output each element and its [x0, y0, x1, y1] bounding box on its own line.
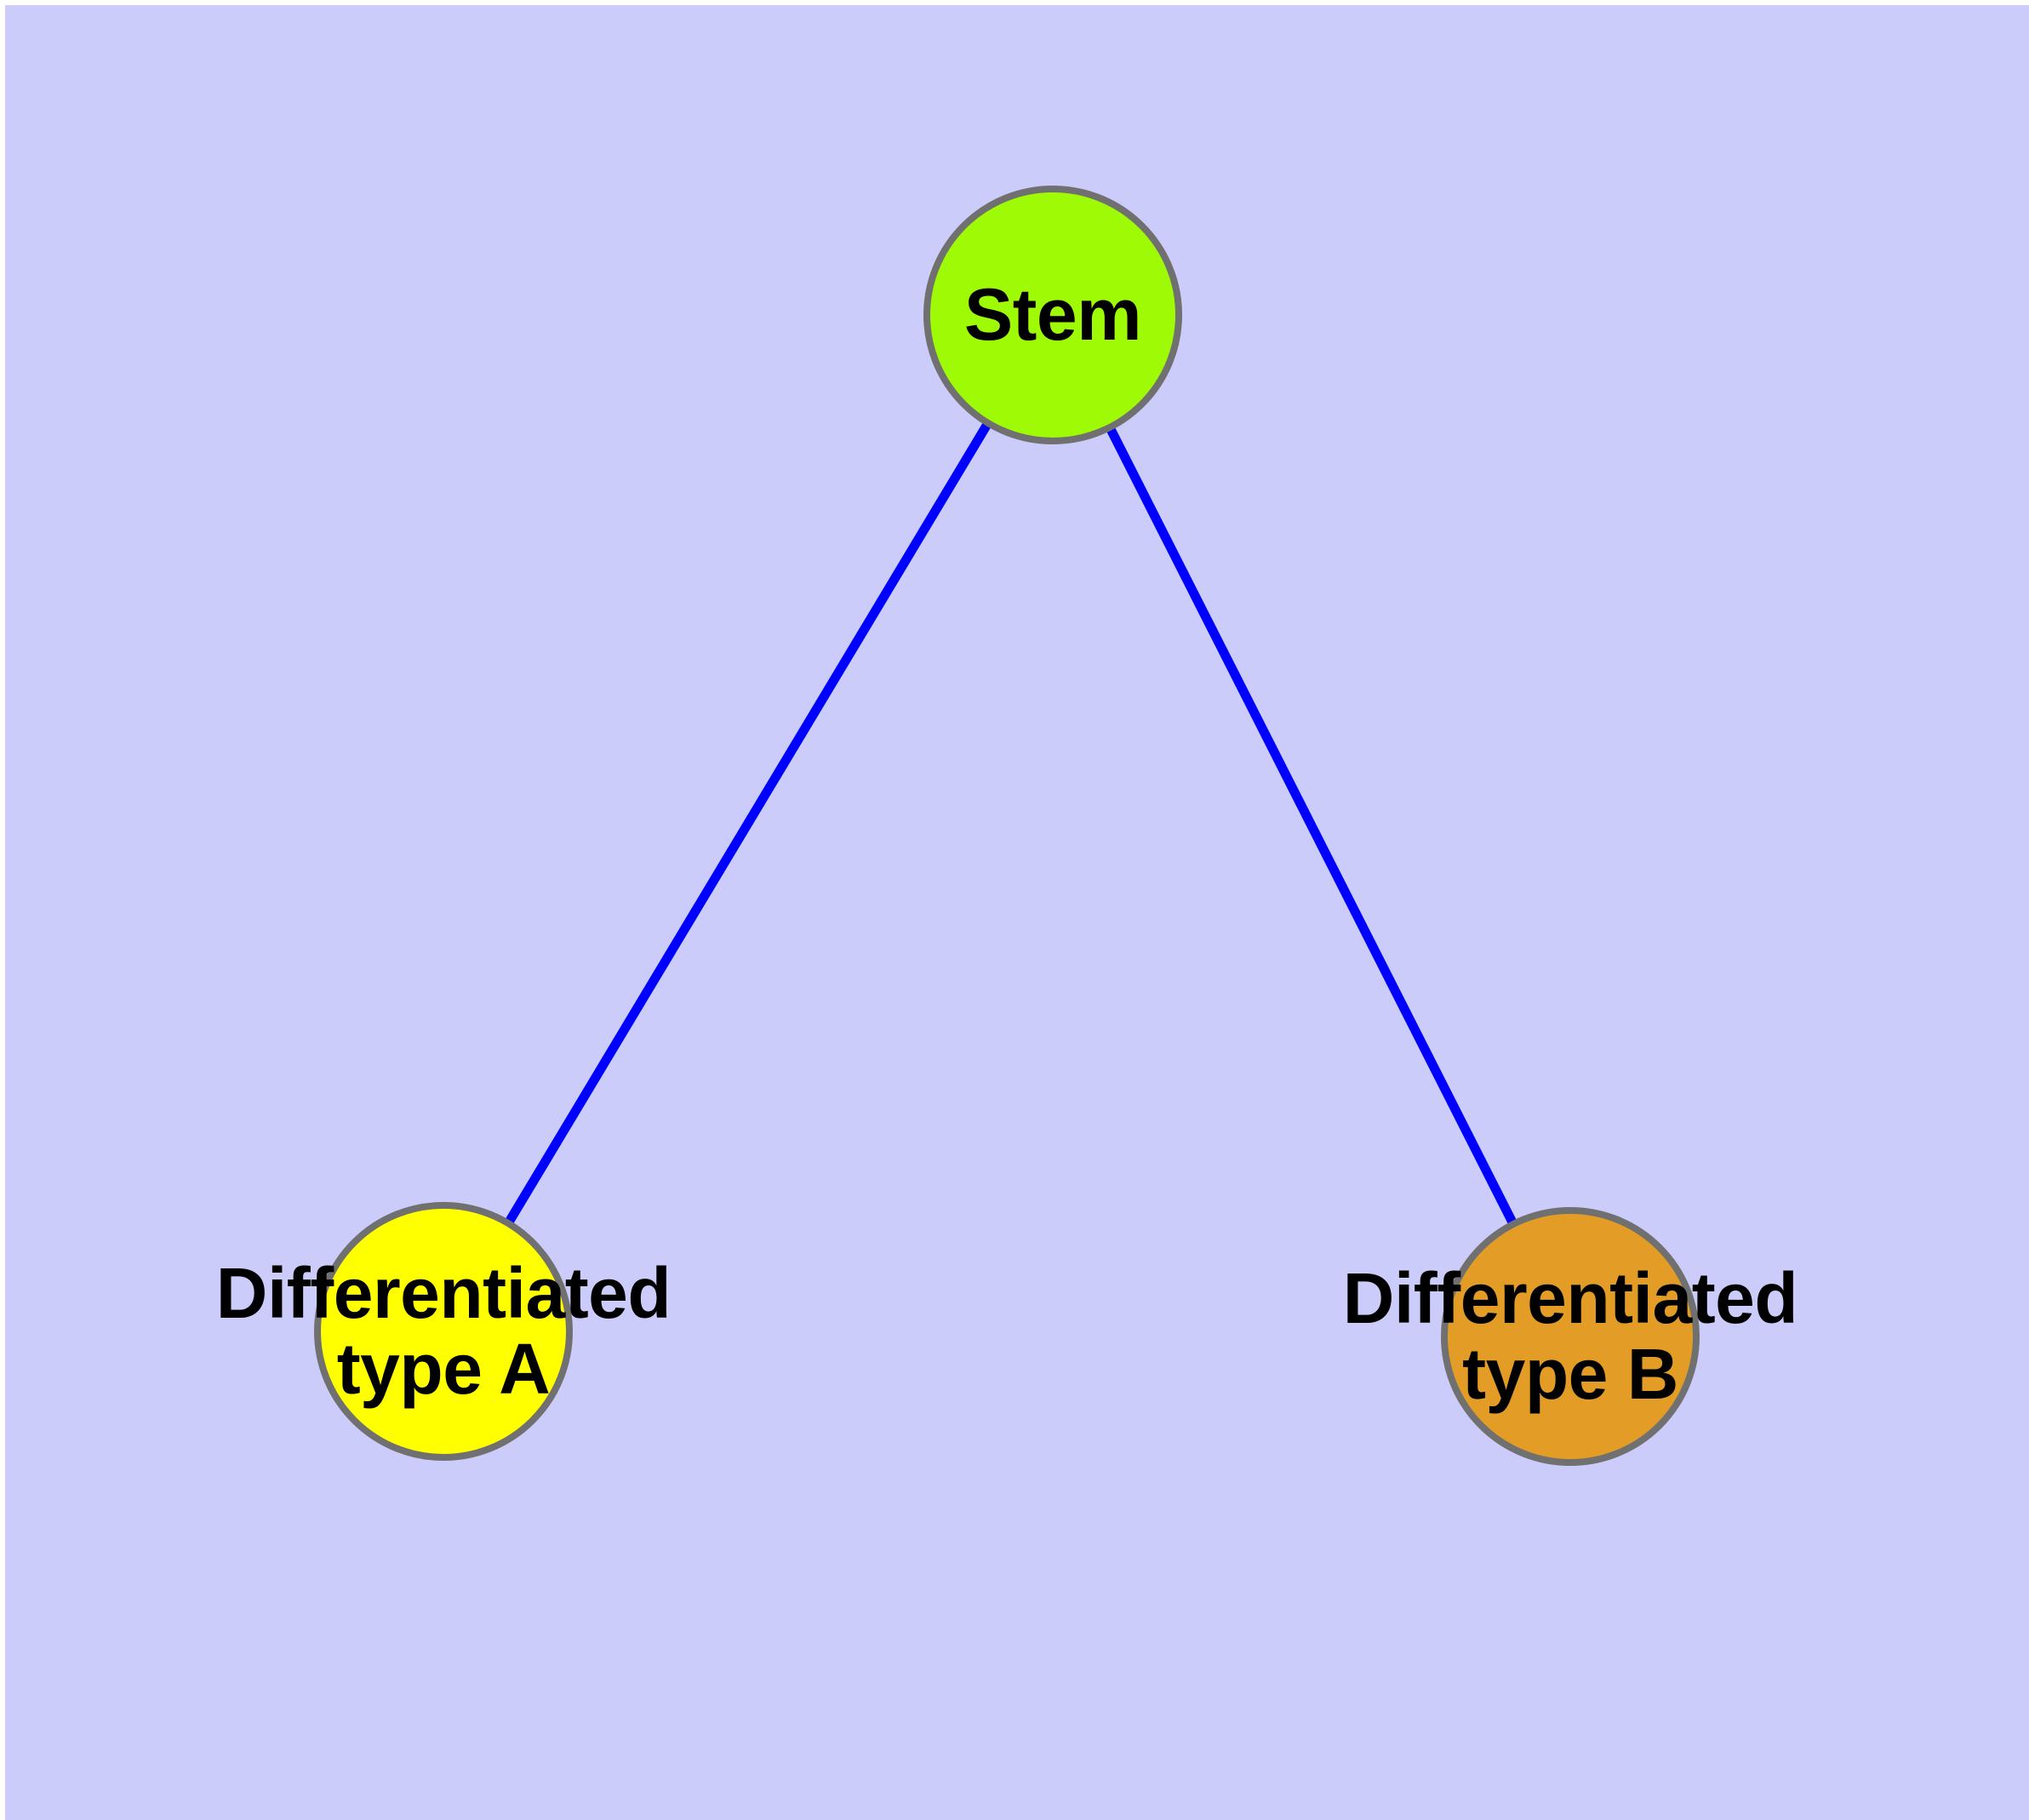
edge-layer: [495, 405, 1526, 1242]
node-layer: [314, 186, 1700, 1466]
node-circle-diff-a[interactable]: [314, 1202, 573, 1461]
node-circle-diff-b[interactable]: [1441, 1207, 1700, 1466]
node-circle-stem[interactable]: [923, 186, 1182, 444]
edge-stem-to-diff-a: [495, 405, 1001, 1241]
edge-stem-to-diff-b: [1097, 409, 1526, 1242]
